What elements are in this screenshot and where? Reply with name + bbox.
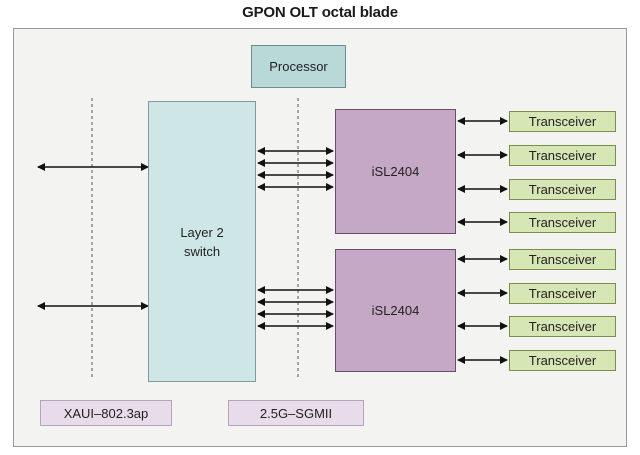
transceiver-block: Transceiver bbox=[509, 316, 616, 337]
isl2404-block-top: iSL2404 bbox=[335, 109, 456, 234]
isl2404-block-bottom: iSL2404 bbox=[335, 249, 456, 372]
layer2-switch-block: Layer 2 switch bbox=[148, 101, 256, 382]
transceiver-block: Transceiver bbox=[509, 283, 616, 304]
transceiver-block: Transceiver bbox=[509, 350, 616, 371]
diagram-title: GPON OLT octal blade bbox=[242, 4, 398, 21]
transceiver-block: Transceiver bbox=[509, 212, 616, 233]
sgmii-interface-label: 2.5G–SGMII bbox=[228, 400, 364, 426]
processor-block: Processor bbox=[251, 45, 346, 88]
transceiver-block: Transceiver bbox=[509, 145, 616, 166]
blade-frame bbox=[13, 28, 627, 447]
xaui-interface-label: XAUI–802.3ap bbox=[40, 400, 172, 426]
transceiver-block: Transceiver bbox=[509, 111, 616, 132]
transceiver-block: Transceiver bbox=[509, 179, 616, 200]
transceiver-block: Transceiver bbox=[509, 249, 616, 270]
